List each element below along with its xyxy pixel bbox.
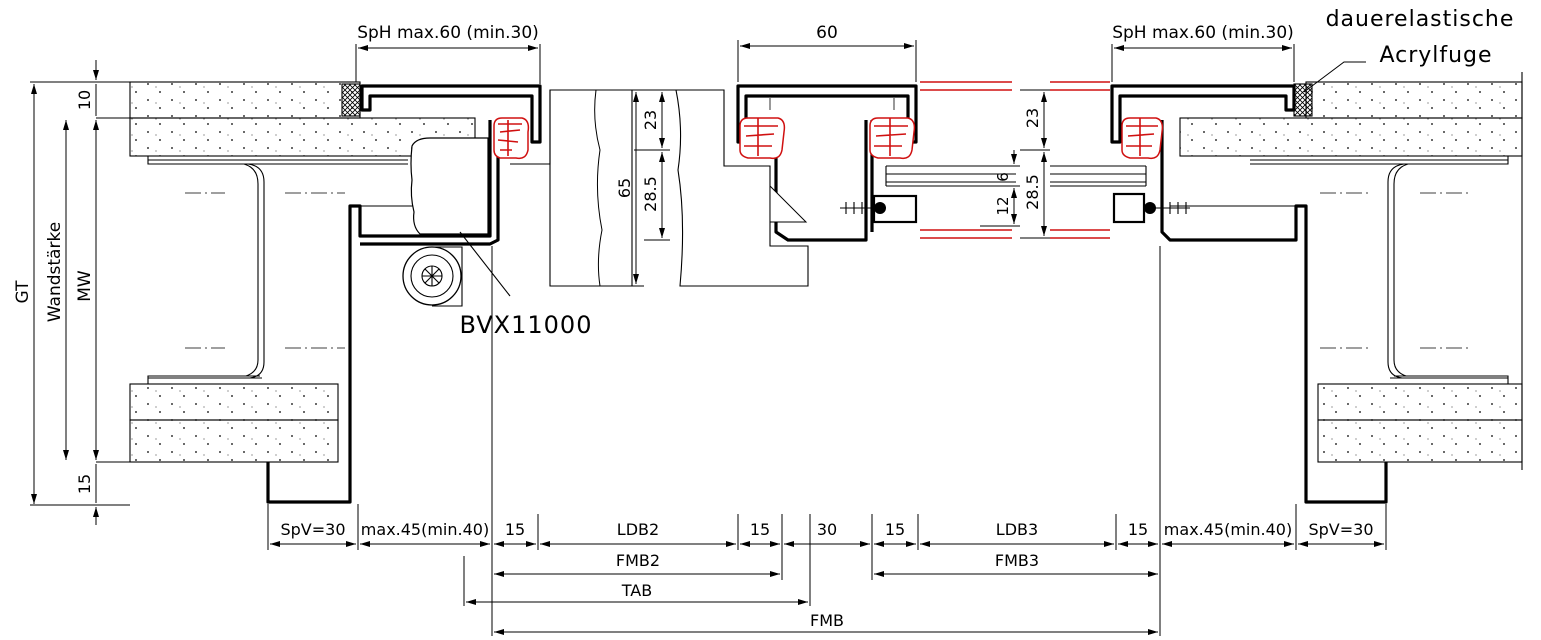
part-number-label: BVX11000	[460, 311, 593, 339]
fmb2-label: FMB2	[616, 551, 660, 570]
bottom-dimension-labels: SpV=30 max.45(min.40) 15 LDB2 15 30 15 L…	[280, 520, 1373, 630]
max45-right-label: max.45(min.40)	[1164, 520, 1292, 539]
top-labels: SpH max.60 (min.30) 60 SpH max.60 (min.3…	[357, 7, 1515, 339]
spv-left-label: SpV=30	[280, 520, 345, 539]
center-leaf	[675, 81, 1012, 287]
ldb3-label: LDB3	[996, 520, 1038, 539]
wandstaerke-label: Wandstärke	[45, 222, 65, 322]
left-15-label: 15	[75, 474, 94, 494]
glass-pane	[885, 165, 1147, 187]
d15-a-label: 15	[505, 520, 525, 539]
v28-5-b-label: 28.5	[1023, 174, 1042, 210]
sph-right-label: SpH max.60 (min.30)	[1112, 23, 1294, 43]
d30-label: 30	[817, 520, 837, 539]
fmb3-label: FMB3	[995, 551, 1039, 570]
v12-label: 12	[994, 196, 1012, 215]
left-door-leaf	[510, 89, 633, 287]
vertical-labels: GT Wandstärke MW 10 15 23 65 28.5 23 28.…	[13, 90, 1042, 494]
v28-5-a-label: 28.5	[641, 176, 660, 212]
v23-a-label: 23	[641, 110, 660, 130]
tab-label: TAB	[621, 581, 652, 600]
left-frame	[266, 83, 542, 504]
left-wall	[30, 81, 476, 506]
left-10-label: 10	[75, 90, 94, 110]
right-frame	[1050, 81, 1388, 504]
d15-c-label: 15	[885, 520, 905, 539]
v6-label: 6	[994, 172, 1012, 182]
v23-b-label: 23	[1023, 108, 1042, 128]
ldb2-label: LDB2	[617, 520, 659, 539]
v65-label: 65	[615, 178, 634, 198]
max45-left-label: max.45(min.40)	[361, 520, 489, 539]
top-60-label: 60	[816, 23, 838, 43]
mw-label: MW	[75, 270, 95, 302]
gt-label: GT	[13, 280, 33, 304]
note-line-1: dauerelastische	[1326, 7, 1515, 32]
dimension-lines	[30, 40, 1387, 636]
fmb-label: FMB	[810, 611, 844, 630]
right-wall	[1179, 72, 1523, 470]
sph-left-label: SpH max.60 (min.30)	[357, 23, 539, 43]
spv-right-label: SpV=30	[1308, 520, 1373, 539]
note-line-2: Acrylfuge	[1379, 43, 1492, 68]
d15-b-label: 15	[750, 520, 770, 539]
d15-d-label: 15	[1128, 520, 1148, 539]
